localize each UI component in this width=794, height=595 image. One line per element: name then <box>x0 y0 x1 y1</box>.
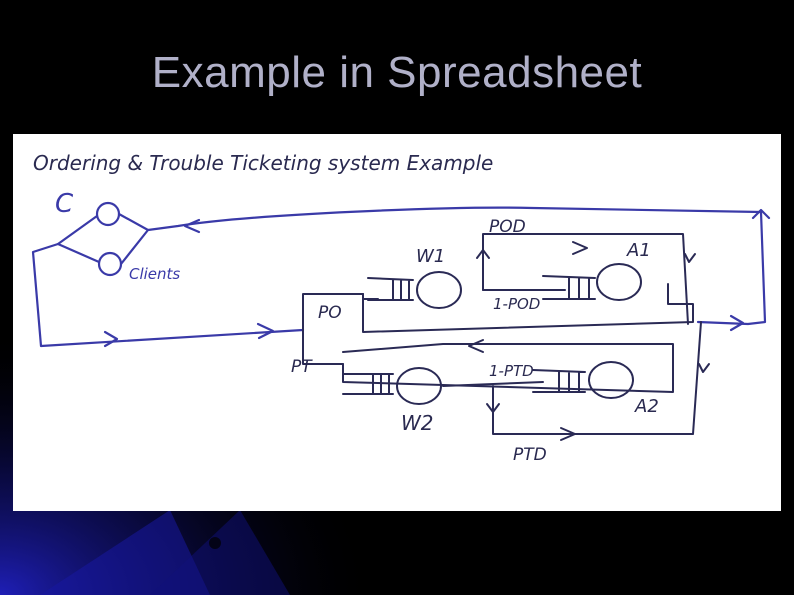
slide-title: Example in Spreadsheet <box>151 48 643 97</box>
label-w2: W2 <box>401 411 434 435</box>
label-one-minus-ptd: 1-PTD <box>489 362 534 380</box>
label-p-o: PO <box>318 303 342 323</box>
client-node-top <box>95 201 121 227</box>
return-arrow-icon <box>183 218 201 234</box>
label-w1: W1 <box>416 246 445 267</box>
lower-channel <box>342 343 674 393</box>
upper-channel <box>362 283 694 333</box>
queue-w1 <box>367 277 414 301</box>
lower-down-arrow-icon <box>698 363 710 373</box>
client-marker-label: C <box>55 189 74 219</box>
server-w2 <box>396 367 442 405</box>
right-arrow-icon <box>729 314 745 332</box>
pod-path <box>482 233 689 325</box>
client-links <box>56 212 150 266</box>
up-arrow-icon <box>751 208 771 220</box>
client-node-bottom <box>97 251 123 277</box>
upper-channel-entry <box>362 293 379 300</box>
server-a2 <box>588 361 634 399</box>
one-minus-ptd-path <box>442 381 544 387</box>
split-node <box>302 293 364 365</box>
label-a1: A1 <box>626 240 651 261</box>
return-loop-path <box>146 206 767 326</box>
label-one-minus-pod: 1-POD <box>493 295 540 313</box>
label-p-od: POD <box>489 217 526 237</box>
entry-arrow-icon-2 <box>103 330 119 348</box>
queue-w2 <box>342 373 394 395</box>
pod-up-arrow-icon <box>476 249 490 259</box>
queueing-network-diagram: Ordering & Trouble Ticketing system Exam… <box>31 151 771 465</box>
diagram-image: Ordering & Trouble Ticketing system Exam… <box>13 134 781 511</box>
label-p-td: PTD <box>513 445 547 465</box>
queue-a2 <box>532 369 586 393</box>
server-w1 <box>416 271 462 309</box>
diagram-heading: Ordering & Trouble Ticketing system Exam… <box>33 151 493 175</box>
clients-label: Clients <box>129 265 180 283</box>
ptd-path <box>492 321 702 435</box>
server-a1 <box>596 263 642 301</box>
queue-a1 <box>542 275 596 300</box>
entry-arrow-icon <box>256 322 275 340</box>
label-a2: A2 <box>634 396 659 417</box>
label-p-t: PT <box>291 357 313 377</box>
entry-path <box>31 242 305 348</box>
a1-arrow-icon <box>572 241 588 255</box>
ptd-down-arrow-icon <box>486 403 500 413</box>
ptd-right-arrow-icon <box>560 427 576 441</box>
lower-left-arrow-icon <box>468 339 484 353</box>
pod-down-arrow-icon <box>684 253 696 263</box>
